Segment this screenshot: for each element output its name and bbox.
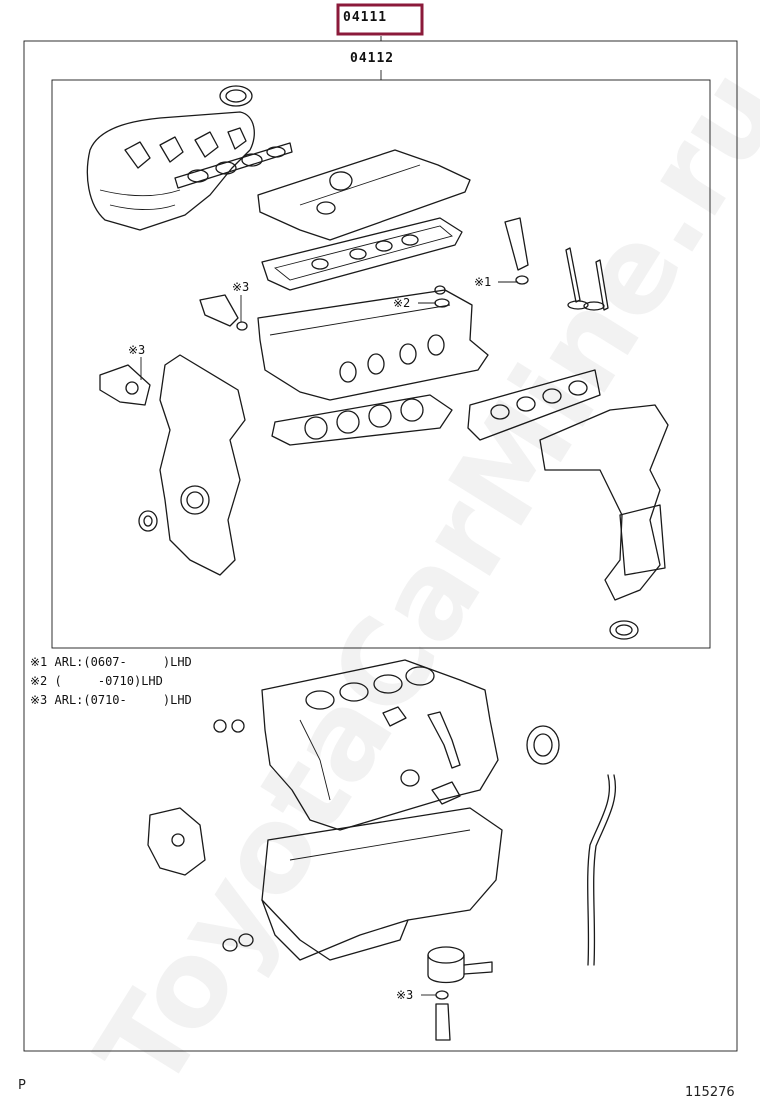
oil-pressure-oring (400, 769, 420, 787)
marker-2: ※2 (393, 296, 411, 310)
valves (565, 247, 609, 311)
rear-oil-seal-inner (533, 733, 553, 757)
oil-pan (261, 807, 503, 961)
marker-3-bracket: ※3 (232, 280, 250, 294)
illustration-number: 115276 (685, 1085, 735, 1100)
drain-plug (238, 933, 254, 947)
outer-kit-part-number[interactable]: 04111 (343, 10, 388, 25)
note-line-3: ※3 ARL:(0710- )LHD (30, 693, 192, 707)
exhaust-manifold (539, 404, 669, 640)
exhaust-manifold-gasket (467, 369, 601, 441)
oil-cooler (427, 946, 493, 984)
cylinder-head (257, 289, 489, 401)
marker-3-water-outlet: ※3 (128, 343, 146, 357)
oring-m3 (236, 321, 248, 331)
oil-cooler-oring (435, 990, 449, 1000)
rear-oil-seal (526, 725, 560, 765)
intake-manifold (86, 111, 255, 231)
outer-kit-frame (23, 40, 738, 1052)
bracket-m3 (199, 294, 239, 327)
oil-dipstick-guide (587, 774, 610, 966)
footer-left-label: P (18, 1078, 26, 1093)
marker-1: ※1 (474, 275, 492, 289)
oil-filter-union (431, 781, 461, 805)
part-number-highlight (336, 3, 424, 36)
bypass-hose (427, 711, 461, 769)
water-outlet-gasket (99, 364, 151, 406)
inner-kit-frame (51, 79, 711, 649)
head-gasket (271, 394, 453, 446)
inner-kit-part-number[interactable]: 04112 (350, 51, 395, 66)
fuel-injector (504, 217, 529, 285)
plug-seal-2 (231, 719, 245, 733)
plug-seal-1 (213, 719, 227, 733)
cylinder-block (261, 659, 499, 831)
crank-front-seal-inner (143, 515, 153, 527)
note-line-1: ※1 ARL:(0607- )LHD (30, 655, 192, 669)
oil-pump (147, 807, 206, 876)
timing-chain-cover (159, 354, 246, 576)
note-line-2: ※2 ( -0710)LHD (30, 674, 163, 688)
throttle-body-gasket (219, 85, 253, 107)
intake-manifold-gasket (174, 142, 293, 189)
marker-3-oil-cooler: ※3 (396, 988, 414, 1002)
crank-front-seal (138, 510, 158, 532)
cylinder-head-cover (257, 149, 471, 241)
head-cover-gasket (261, 217, 463, 291)
union-bolt (435, 1003, 451, 1041)
block-gasket-small (382, 706, 407, 727)
drain-plug-gasket (222, 938, 238, 952)
